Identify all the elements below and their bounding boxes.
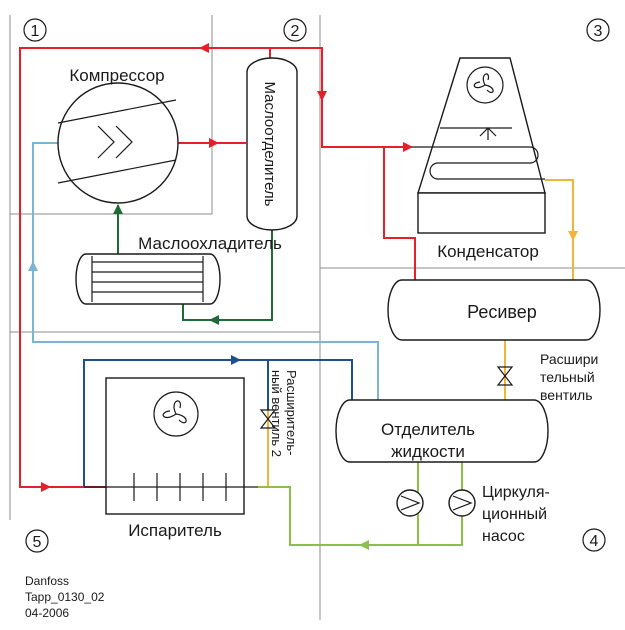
receiver-label: Ресивер — [467, 302, 537, 322]
expansion-valve-2-label-line1: Расширитель- — [284, 370, 299, 455]
zone-4-circle — [582, 528, 606, 552]
oil-cooler — [75, 253, 221, 305]
zone-3-circle — [586, 18, 610, 42]
evaporator-body — [105, 377, 245, 515]
pump-2-triangle — [452, 495, 473, 511]
compressor-label: Компрессор — [69, 66, 164, 85]
expansion-valve-1-label-line1: Расшири — [540, 351, 598, 367]
fan-blades-icon — [473, 73, 494, 94]
zone-5-number: 5 — [33, 534, 42, 551]
suction-return-line — [28, 261, 379, 400]
oil-return-to-cooler — [209, 222, 273, 325]
footer-code: Tapp_0130_02 — [25, 590, 105, 604]
liquid-separator-label-line2: жидкости — [391, 442, 465, 461]
footer-brand: Danfoss — [25, 574, 69, 588]
condenser — [412, 57, 546, 234]
compressor-line-bottom — [57, 159, 177, 184]
pump-line-to-evap — [258, 486, 360, 546]
valve-icon — [259, 409, 277, 429]
compressor-body — [57, 82, 179, 204]
condenser-body — [417, 57, 546, 194]
oil-cooler-label: Маслоохладитель — [138, 234, 282, 253]
zone-4-number: 4 — [590, 533, 599, 550]
expansion-valve-1-label-line3: вентиль — [540, 387, 593, 403]
compressor-chevrons-icon — [97, 125, 133, 159]
oil-separator-label: Маслоотделитель — [261, 82, 278, 207]
zone-grid — [9, 15, 625, 620]
zone-2-circle — [283, 18, 307, 42]
hot-gas-receiver-bypass — [383, 147, 416, 282]
suction-to-compressor — [32, 142, 58, 262]
zone-1-circle — [23, 18, 47, 42]
evap-return-arrow — [83, 355, 241, 487]
fan-blades-icon — [162, 400, 187, 424]
hot-gas-left-riser — [19, 47, 200, 492]
circulation-pumps — [396, 489, 476, 517]
receiver-body — [387, 279, 601, 341]
zone-2-number: 2 — [291, 23, 300, 40]
valve-icon — [496, 366, 514, 386]
oil-separator-body — [246, 57, 298, 231]
condenser-liquid-line — [545, 179, 578, 241]
compressor-line-top — [57, 99, 177, 124]
zone-5-circle — [25, 529, 49, 553]
condenser-label: Конденсатор — [437, 242, 539, 261]
footer-date: 04-2006 — [25, 606, 69, 620]
evaporator-label: Испаритель — [128, 521, 222, 540]
pump-label-line1: Циркуля- — [482, 484, 550, 501]
oil-separator — [246, 57, 298, 231]
hot-gas-condenser-inlet — [321, 100, 413, 152]
zone-1-number: 1 — [31, 23, 40, 40]
compressor — [57, 82, 179, 204]
evap-return-line — [240, 359, 353, 405]
pump-label-line3: насос — [482, 528, 525, 545]
liquid-separator-body — [335, 399, 549, 463]
arrow-icon — [479, 127, 497, 140]
zone-numbers: 1 2 3 4 5 — [23, 18, 610, 553]
evaporator — [84, 377, 258, 515]
fan-icon — [466, 66, 504, 104]
condenser-base — [417, 192, 546, 234]
fan-icon — [153, 391, 199, 437]
liquid-separator-label-line1: Отделитель — [381, 420, 475, 439]
expansion-valve-2-label-line2: ный вентиль 2 — [269, 370, 284, 457]
pump-label-line2: ционный — [482, 506, 547, 523]
expansion-valve-1-label-line2: тельный — [540, 369, 595, 385]
zone-3-number: 3 — [594, 23, 603, 40]
condenser-coil — [412, 146, 545, 180]
pump-1-triangle — [400, 495, 421, 511]
